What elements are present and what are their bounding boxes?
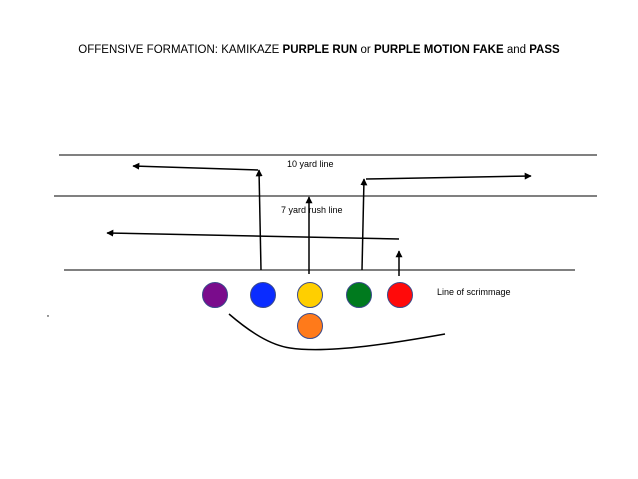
green-route: [360, 178, 368, 271]
player-red: [387, 282, 413, 308]
stray-dot: [47, 315, 49, 317]
page-title: OFFENSIVE FORMATION: KAMIKAZE PURPLE RUN…: [0, 44, 638, 56]
purple-motion-path: [228, 313, 446, 351]
title-and: and: [503, 44, 530, 56]
scrimmage-label: Line of scrimmage: [437, 287, 511, 297]
ten-yard-label: 10 yard line: [287, 159, 334, 169]
title-prefix: OFFENSIVE FORMATION: KAMIKAZE: [78, 44, 283, 56]
seven-yard-label: 7 yard rush line: [281, 205, 343, 215]
blue-route: [255, 169, 263, 271]
player-blue: [250, 282, 276, 308]
title-purple-motion-fake: PURPLE MOTION FAKE: [373, 44, 504, 56]
green-route-out: [365, 172, 532, 180]
title-purple-run: PURPLE RUN: [282, 44, 358, 56]
player-yellow: [297, 282, 323, 308]
red-route-out: [106, 229, 400, 240]
blue-route-out: [132, 162, 259, 171]
player-orange: [297, 313, 323, 339]
title-pass: PASS: [529, 44, 560, 56]
player-green: [346, 282, 372, 308]
title-or: or: [357, 44, 374, 56]
player-purple: [202, 282, 228, 308]
